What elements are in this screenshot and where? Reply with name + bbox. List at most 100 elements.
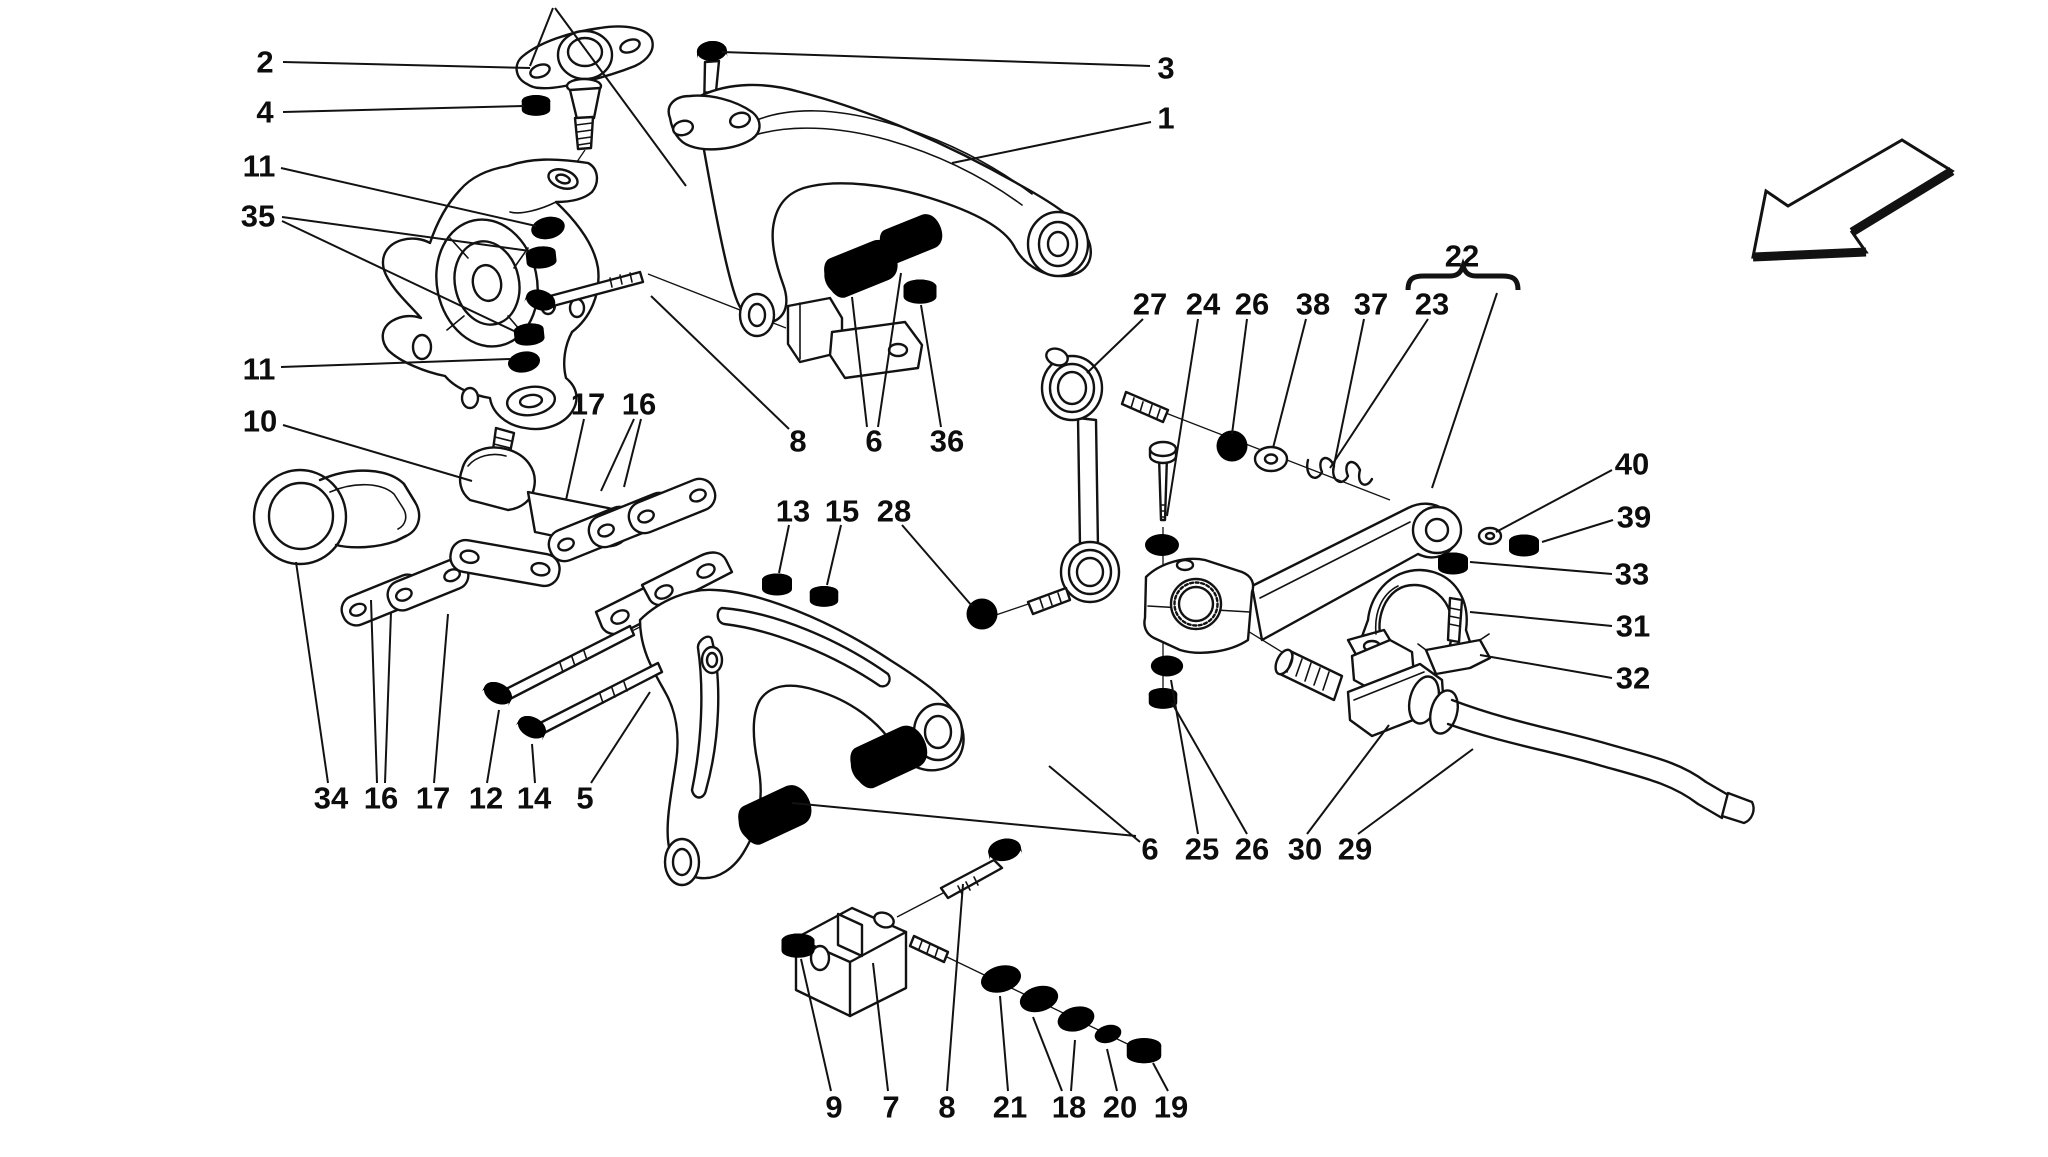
leader-line-11 (280, 167, 537, 227)
nut-33 (1438, 552, 1468, 575)
leader-line-16 (370, 599, 378, 784)
bolt-14 (511, 661, 664, 748)
assembly-line (554, 7, 687, 187)
washer-18-b (1054, 1002, 1098, 1036)
callout-label-6: 6 (865, 424, 882, 459)
callout-label-36: 36 (930, 424, 964, 459)
leader-line-1 (951, 121, 1152, 164)
callout-label-31: 31 (1616, 609, 1650, 644)
lower-wishbone (594, 551, 965, 887)
callout-label-29: 29 (1338, 832, 1372, 867)
callout-label-25: 25 (1185, 832, 1219, 867)
bolt-32 (1417, 596, 1492, 676)
leader-line-16 (623, 418, 642, 488)
callout-label-34: 34 (314, 781, 349, 816)
leader-line-10 (282, 424, 473, 482)
nut-19 (1126, 1038, 1162, 1064)
leader-line-26 (1171, 702, 1248, 835)
callout-label-37: 37 (1354, 287, 1388, 322)
clamp-ring-34 (252, 468, 421, 566)
leader-line-9 (800, 958, 832, 1092)
callout-label-2: 2 (256, 45, 273, 80)
leader-line-25 (1170, 679, 1199, 835)
leader-line-11 (280, 358, 511, 368)
leader-line-32 (1479, 654, 1613, 679)
leader-line-18 (1032, 1016, 1063, 1092)
washer-25 (1150, 655, 1184, 677)
leader-line-6 (1048, 765, 1141, 843)
brace-22 (1405, 258, 1521, 291)
callout-label-18: 18 (1052, 1090, 1086, 1125)
clevis-bolt-8 (908, 835, 1025, 964)
leader-line-39 (1541, 519, 1614, 543)
callout-label-30: 30 (1288, 832, 1322, 867)
leader-line-18 (1070, 1039, 1076, 1092)
star-washer-26 (1216, 430, 1248, 462)
callout-label-19: 19 (1154, 1090, 1188, 1125)
callout-label-39: 39 (1617, 500, 1651, 535)
nut-9 (781, 933, 815, 958)
callout-label-23: 23 (1415, 287, 1449, 322)
callout-label-38: 38 (1296, 287, 1330, 322)
callout-label-13: 13 (776, 494, 810, 529)
washer-40 (1477, 526, 1503, 546)
washer-18-a (1016, 981, 1062, 1017)
anti-roll-bar-29 (1274, 638, 1755, 825)
leader-line-27 (1086, 318, 1144, 374)
drop-link-27 (1026, 347, 1170, 616)
bolt-8-upper (521, 270, 645, 319)
leader-line-19 (1152, 1062, 1169, 1092)
leader-line-20 (1106, 1048, 1118, 1092)
leader-line-38 (1272, 318, 1307, 449)
washer-21 (977, 960, 1025, 998)
leader-line-35 (281, 216, 531, 252)
callout-label-21: 21 (993, 1090, 1027, 1125)
callout-label-4: 4 (256, 95, 274, 130)
callout-label-27: 27 (1133, 287, 1167, 322)
leader-line-28 (901, 524, 973, 607)
callout-label-11: 11 (243, 352, 276, 387)
nut-15 (809, 585, 839, 607)
callout-label-10: 10 (243, 404, 277, 439)
callout-label-33: 33 (1615, 557, 1649, 592)
callout-label-15: 15 (825, 494, 859, 529)
nut-39 (1509, 534, 1539, 557)
callout-label-16: 16 (622, 387, 656, 422)
leader-line-29 (1357, 748, 1474, 835)
assembly-line (529, 7, 554, 67)
leader-line-8 (946, 883, 964, 1092)
leader-line-7 (872, 962, 889, 1092)
callout-label-16: 16 (364, 781, 398, 816)
leader-line-6 (851, 296, 868, 428)
leader-line-13 (778, 524, 790, 574)
callout-label-14: 14 (517, 781, 552, 816)
upper-wishbone (667, 83, 1092, 338)
callout-label-35: 35 (241, 199, 275, 234)
leader-line-40 (1495, 469, 1613, 533)
ball-joint-nut-4 (521, 94, 551, 116)
lower-ball-joint-10 (449, 426, 630, 588)
leader-line-35 (281, 220, 515, 332)
leader-line-34 (295, 561, 329, 784)
callout-label-7: 7 (882, 1090, 899, 1125)
leader-line-36 (920, 304, 942, 428)
leader-line-5 (590, 691, 651, 784)
washer-38 (1253, 445, 1289, 473)
leader-line-15 (826, 524, 842, 586)
leader-line-24 (1166, 318, 1199, 517)
callout-label-6: 6 (1141, 832, 1158, 867)
nut-13 (762, 573, 792, 596)
bolt-12 (477, 624, 636, 714)
leader-line-23 (1329, 318, 1429, 469)
callout-label-24: 24 (1186, 287, 1221, 322)
callout-label-11: 11 (243, 149, 276, 184)
leader-line-31 (1469, 611, 1613, 627)
callout-label-9: 9 (825, 1090, 842, 1125)
clevis-7 (794, 906, 908, 1018)
leader-line-6 (791, 802, 1137, 837)
link-plate-16-upper-b (627, 477, 717, 535)
callout-label-17: 17 (571, 387, 605, 422)
callout-label-8: 8 (938, 1090, 955, 1125)
